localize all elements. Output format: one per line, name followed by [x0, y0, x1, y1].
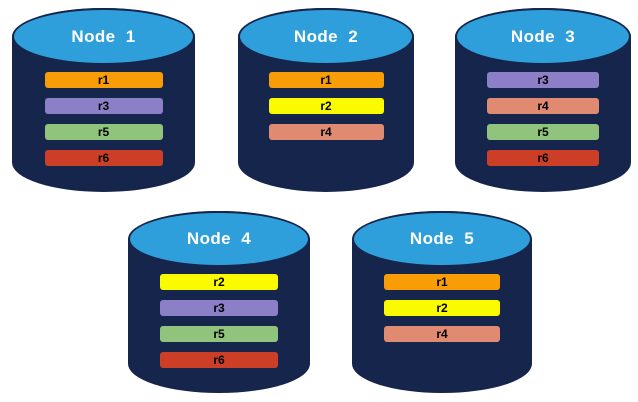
cylinder-top-ellipse-icon — [238, 8, 414, 66]
node-title: Node 3 — [510, 26, 576, 46]
node-title: Node 2 — [293, 26, 359, 46]
replica-bar[interactable]: r4 — [487, 98, 599, 115]
replica-bar[interactable]: r5 — [487, 124, 599, 141]
replica-bar[interactable]: r4 — [384, 326, 500, 343]
replica-bar[interactable]: r2 — [268, 98, 384, 115]
database-node-3[interactable]: Node 3 r3 r4 r5 r6 — [455, 8, 631, 192]
replica-bar[interactable]: r4 — [268, 124, 384, 141]
database-node-1[interactable]: Node 1 r1 r3 r5 r6 — [12, 8, 195, 192]
replica-bar[interactable]: r3 — [44, 98, 163, 115]
replica-list: r2 r3 r5 r6 — [128, 267, 310, 369]
database-node-5[interactable]: Node 5 r1 r2 r4 — [352, 211, 532, 393]
node-title: Node 4 — [186, 229, 252, 249]
database-node-2[interactable]: Node 2 r1 r2 r4 — [238, 8, 414, 192]
database-node-4[interactable]: Node 4 r2 r3 r5 r6 — [128, 211, 310, 393]
replica-list: r3 r4 r5 r6 — [455, 65, 631, 167]
cylinder-top-ellipse-icon — [128, 211, 310, 268]
replica-bar[interactable]: r2 — [384, 300, 500, 317]
replica-bar[interactable]: r6 — [160, 352, 278, 369]
replica-bar[interactable]: r1 — [384, 274, 500, 291]
replica-list: r1 r2 r4 — [352, 267, 532, 343]
cylinder-top-ellipse-icon — [352, 211, 532, 268]
node-title: Node 5 — [409, 229, 475, 249]
cylinder-top-ellipse-icon — [12, 8, 195, 66]
replica-bar[interactable]: r3 — [160, 300, 278, 317]
replica-bar[interactable]: r1 — [44, 72, 163, 89]
cylinder-top-ellipse-icon — [455, 8, 631, 66]
replica-bar[interactable]: r2 — [160, 274, 278, 291]
replica-bar[interactable]: r1 — [268, 72, 384, 89]
replica-bar[interactable]: r6 — [44, 150, 163, 167]
replica-bar[interactable]: r5 — [44, 124, 163, 141]
replica-list: r1 r2 r4 — [238, 65, 414, 141]
replica-bar[interactable]: r6 — [487, 150, 599, 167]
replica-bar[interactable]: r3 — [487, 72, 599, 89]
replica-bar[interactable]: r5 — [160, 326, 278, 343]
node-title: Node 1 — [71, 26, 136, 46]
replica-list: r1 r3 r5 r6 — [12, 65, 195, 167]
